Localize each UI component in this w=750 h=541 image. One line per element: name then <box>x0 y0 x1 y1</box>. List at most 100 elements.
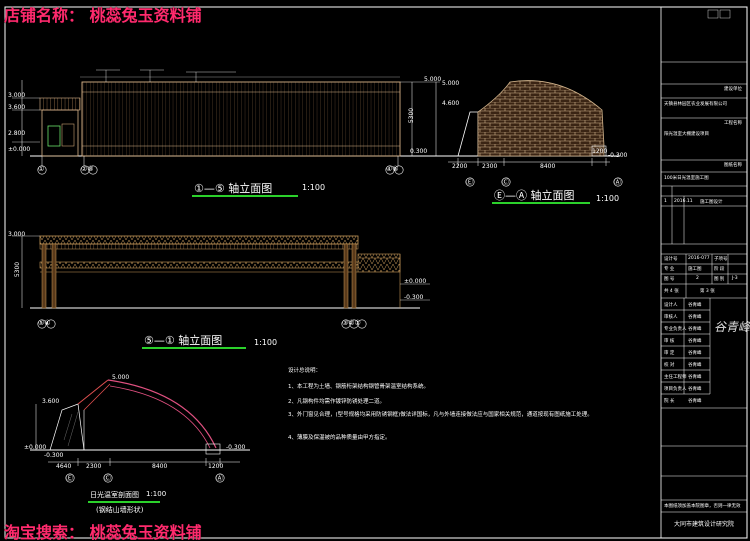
tb-info: 设计号 <box>664 257 678 262</box>
tb-drawing-name: 100米日光温室施工图 <box>664 176 709 181</box>
tb-info: 阶 段 <box>714 267 725 272</box>
tb-row-label: 工程名称 <box>724 121 742 126</box>
dim-label: 5.000 <box>442 80 460 87</box>
dim-label: 1200 <box>592 148 608 155</box>
tb-sig-role: 院 长 <box>664 399 675 404</box>
dim-label: 5.000 <box>424 76 442 83</box>
axis-marker: ① <box>38 165 45 173</box>
greenhouse-section <box>30 379 250 503</box>
tb-sig-role: 审核人 <box>664 315 678 320</box>
axis-marker: Ⓔ <box>466 178 473 186</box>
dim-label: 8400 <box>540 163 556 170</box>
elevation-e-a-title: Ⓔ—Ⓐ 轴立面图 <box>494 189 575 202</box>
dim-label: -0.300 <box>44 452 64 459</box>
section-scale: 1:100 <box>146 490 167 498</box>
tb-info: 第 3 张 <box>700 289 715 294</box>
axis-marker: Ⓒ <box>502 178 509 186</box>
tb-info: 施工图 <box>688 267 702 272</box>
tb-sig-name: 谷青峰 <box>688 387 702 392</box>
tb-sig-name: 谷青峰 <box>688 303 702 308</box>
axis-marker: ②③ <box>81 165 94 173</box>
tb-sig-role: 项目负责人 <box>664 387 687 392</box>
axis-marker: Ⓐ <box>614 178 621 186</box>
axis-marker: ⑤④ <box>38 319 51 327</box>
dim-label: 1200 <box>208 463 224 470</box>
tb-sig-role: 校 对 <box>664 363 675 368</box>
dim-label: 4.600 <box>442 100 460 107</box>
elevation-1-5-title: ①—⑤ 轴立面图 <box>194 182 273 195</box>
notes-heading: 设计总说明： <box>288 368 322 374</box>
tb-row-label: 图纸名称 <box>724 163 742 168</box>
dim-label: ±0.000 <box>404 278 427 285</box>
dim-label: 5300 <box>408 107 416 124</box>
axis-marker: ④⑤ <box>386 165 399 173</box>
dim-label: 3.600 <box>42 398 60 405</box>
tb-info: 专 业 <box>664 267 675 272</box>
sheet-border <box>4 6 748 539</box>
tb-info: 子项号 <box>714 257 728 262</box>
tb-sig-name: 谷青峰 <box>688 399 702 404</box>
dim-label: 5.000 <box>112 374 130 381</box>
dim-label: -0.300 <box>404 294 424 301</box>
dim-label: 2.800 <box>8 130 26 137</box>
dim-label: 3.600 <box>8 104 26 111</box>
dim-label: 8400 <box>152 463 168 470</box>
tb-info: 2016-077 <box>688 256 710 261</box>
tb-sig-name: 谷青峰 <box>688 339 702 344</box>
dim-label: 3.000 <box>8 231 26 238</box>
axis-marker: Ⓐ <box>216 474 223 482</box>
note-item: 1、本工程为土墙、钢筋桁架结构钢管骨架温室结构系统。 <box>288 384 430 390</box>
tb-sig-role: 主任工程师 <box>664 375 687 380</box>
dim-label: ±0.000 <box>24 444 47 451</box>
tb-institute: 大同市建筑设计研究院 <box>674 521 735 528</box>
dim-label: 5300 <box>14 261 22 278</box>
dim-label: 4640 <box>56 463 72 470</box>
tb-sig-name: 谷青峰 <box>688 363 702 368</box>
elevation-1-5 <box>12 69 440 197</box>
tb-sig-name: 谷青峰 <box>688 351 702 356</box>
tb-rev-date: 2016.11 <box>674 199 693 204</box>
tb-rev-desc: 施工图设计 <box>700 200 723 205</box>
elevation-5-1-scale: 1:100 <box>254 338 278 347</box>
dim-label: 3.000 <box>8 92 26 99</box>
note-item: 4、薄膜及保温被的品种质量由甲方指定。 <box>288 435 391 441</box>
tb-sig-name: 谷青峰 <box>688 327 702 332</box>
elevation-5-1 <box>12 235 430 349</box>
axis-marker: Ⓔ <box>66 474 73 482</box>
elevation-1-5-scale: 1:100 <box>302 183 326 192</box>
tb-owner: 天镇县林园区农业发展有限公司 <box>664 102 727 107</box>
dim-label: -0.300 <box>226 444 246 451</box>
dim-label: ±0.000 <box>8 146 31 153</box>
section-subtitle: (钢结山墙形状) <box>96 506 144 514</box>
dim-label: 2300 <box>86 463 102 470</box>
axis-marker: ③②① <box>342 319 361 327</box>
watermark-bottom: 淘宝搜索： 桃蕊兔玉资料铺 <box>4 523 202 541</box>
elevation-e-a-scale: 1:100 <box>596 194 620 203</box>
watermark-top: 店铺名称： 桃蕊兔玉资料铺 <box>4 6 202 25</box>
section-title: 日光温室剖面图 <box>90 491 139 499</box>
tb-sig-name: 谷青峰 <box>688 375 702 380</box>
dim-label: -0.300 <box>608 152 628 159</box>
note-item: 3、外门窗见合理，(型号规格均采用防锈钢框)做法详国标，凡与外墙连接做法应与国家… <box>288 412 593 418</box>
tb-info: J-3 <box>732 276 738 281</box>
elevation-5-1-title: ⑤—① 轴立面图 <box>144 334 223 347</box>
tb-sig-name: 谷青峰 <box>688 315 702 320</box>
dim-label: 2200 <box>452 163 468 170</box>
note-item: 2、凡钢构件均需作镀锌防锈处理二道。 <box>288 399 386 405</box>
dim-label: 0.300 <box>410 148 428 155</box>
tb-row-label: 建设单位 <box>724 87 742 92</box>
axis-marker: Ⓒ <box>104 474 111 482</box>
tb-sig-role: 设计人 <box>664 303 678 308</box>
tb-footer-note: 本图纸须加盖本院图章，否则一律无效 <box>664 504 741 509</box>
signature-stamp: 谷青峰 <box>714 320 750 334</box>
dim-label: 2300 <box>482 163 498 170</box>
tb-info: 共 4 张 <box>664 289 679 294</box>
tb-info: 2 <box>696 276 699 281</box>
title-block-grid <box>661 61 747 513</box>
tb-info: 图 别 <box>714 277 725 282</box>
tb-project: 阳光温室大棚建设项目 <box>664 132 709 137</box>
tb-sig-role: 审 定 <box>664 351 675 356</box>
tb-info: 图 号 <box>664 277 675 282</box>
tb-sig-role: 专业负责人 <box>664 327 687 332</box>
